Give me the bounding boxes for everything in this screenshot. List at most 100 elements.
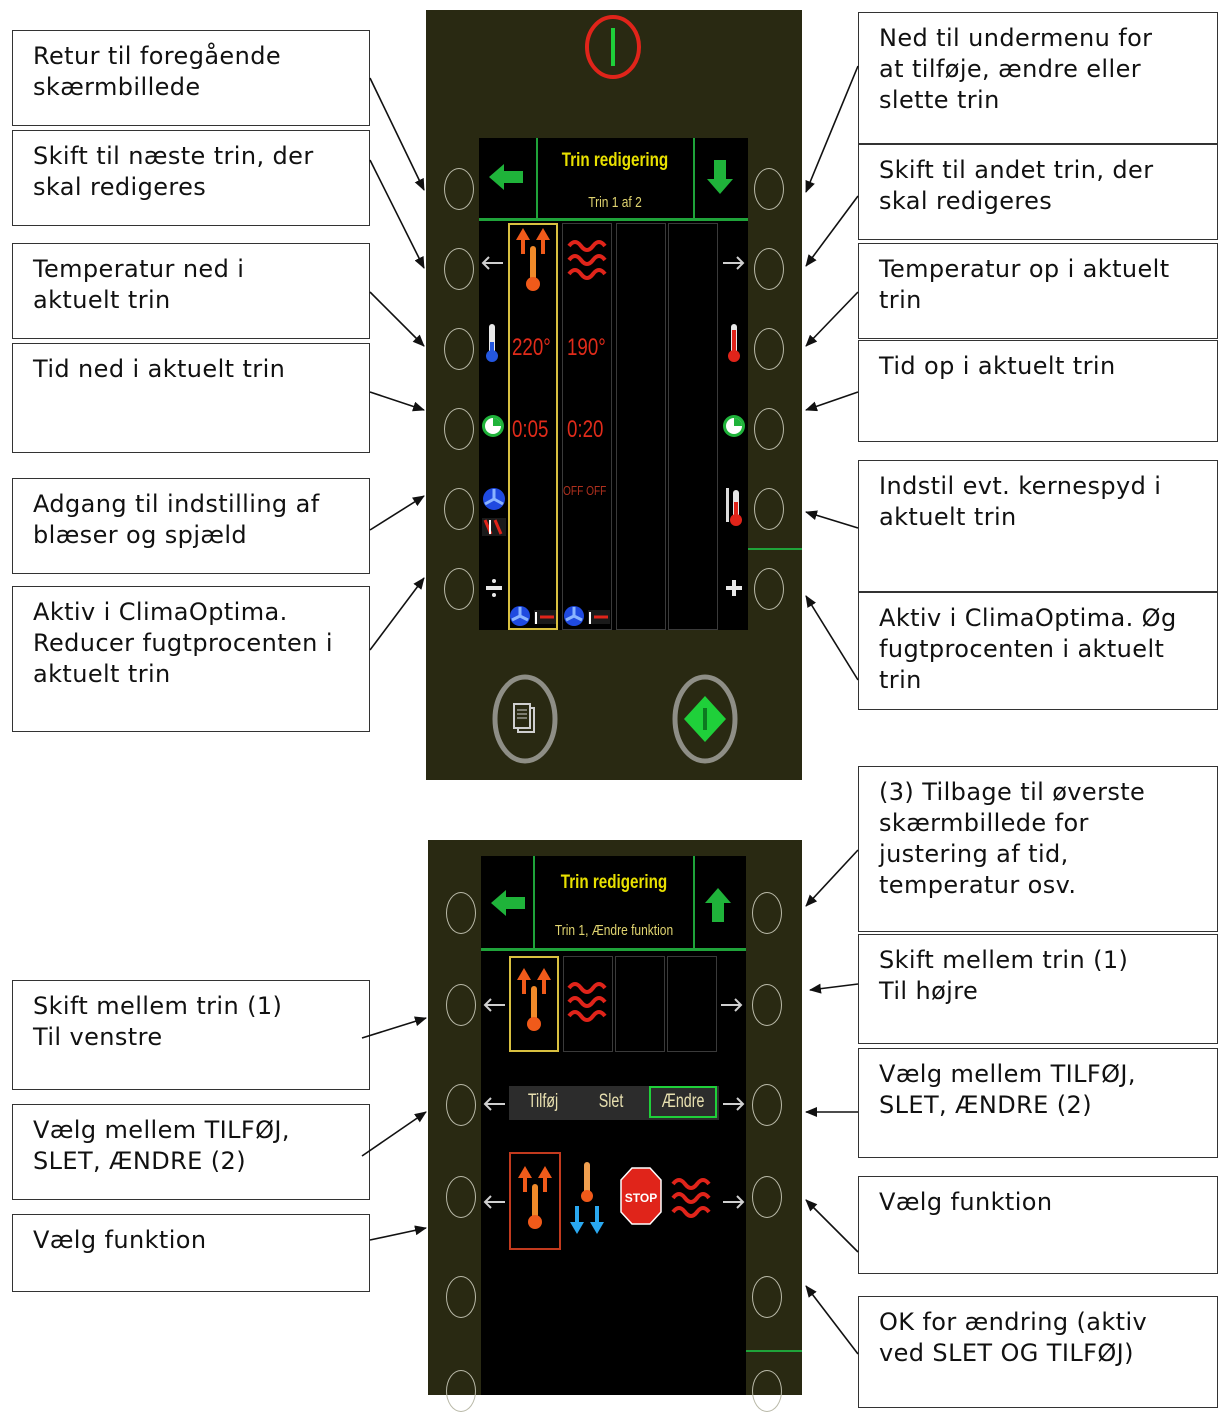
right-button-2[interactable] xyxy=(754,248,784,290)
left-button-6[interactable] xyxy=(444,568,474,610)
function-selected-box xyxy=(509,1152,561,1250)
right-button-3[interactable] xyxy=(754,328,784,370)
screen-subtitle: Trin 1 af 2 xyxy=(588,194,642,211)
callout-time-down: Tid ned i aktuelt trin xyxy=(12,343,370,453)
arrow-l9 xyxy=(369,1225,427,1241)
down-arrow-icon[interactable] xyxy=(705,160,735,200)
step2-fan-status: OFF OFF xyxy=(563,483,607,498)
right-button-4[interactable] xyxy=(754,408,784,450)
right-button-1[interactable] xyxy=(754,168,784,210)
steam-icon xyxy=(567,980,607,1030)
left-button-3[interactable] xyxy=(446,1084,476,1126)
arrow-l7 xyxy=(361,1016,427,1039)
step-arrow-right-icon[interactable] xyxy=(719,997,743,1016)
arrow-l6 xyxy=(369,577,425,651)
core-probe-icon[interactable] xyxy=(724,488,744,532)
arrow-r3 xyxy=(805,291,859,347)
step-column-3[interactable] xyxy=(616,223,666,630)
arrow-r4 xyxy=(805,391,859,412)
option-add[interactable]: Tilføj xyxy=(527,1091,559,1112)
header-sep-right xyxy=(693,138,695,218)
header-sep-left xyxy=(536,138,538,218)
function-arrow-left-icon[interactable] xyxy=(483,1194,507,1213)
clock-icon[interactable] xyxy=(481,414,505,442)
step-tile-1[interactable] xyxy=(509,956,559,1052)
heat-up-icon xyxy=(515,228,551,298)
step-tile-4[interactable] xyxy=(667,956,717,1052)
back-arrow-icon[interactable] xyxy=(489,162,525,196)
up-arrow-icon[interactable] xyxy=(703,888,733,928)
option-arrow-left-icon[interactable] xyxy=(483,1096,507,1115)
steam-icon[interactable] xyxy=(671,1176,711,1226)
arrow-r1 xyxy=(805,65,859,193)
left-button-3[interactable] xyxy=(444,328,474,370)
right-button-5[interactable] xyxy=(754,488,784,530)
arrow-l2 xyxy=(369,159,425,269)
step1-temperature: 220° xyxy=(512,334,551,361)
ok-marker-line xyxy=(746,1350,802,1352)
screen-title: Trin redigering xyxy=(561,150,669,171)
callout-other-step: Skift til andet trin, der skal redigeres xyxy=(858,144,1218,240)
left-button-2[interactable] xyxy=(444,248,474,290)
left-button-4[interactable] xyxy=(446,1176,476,1218)
step-tile-3[interactable] xyxy=(615,956,665,1052)
arrow-r10 xyxy=(805,1199,859,1253)
option-arrow-right-icon[interactable] xyxy=(721,1096,745,1115)
copy-icon[interactable] xyxy=(492,674,558,768)
plus-icon[interactable] xyxy=(724,578,744,602)
right-button-2[interactable] xyxy=(752,984,782,1026)
arrow-r5 xyxy=(805,510,859,529)
power-icon[interactable] xyxy=(585,14,641,80)
right-button-3[interactable] xyxy=(752,1084,782,1126)
arrow-l1 xyxy=(369,77,425,191)
header-sep-left xyxy=(533,856,535,948)
back-arrow-icon[interactable] xyxy=(491,888,527,922)
callout-humidity-up: Aktiv i ClimaOptima. Øg fugtprocenten i … xyxy=(858,592,1218,710)
arrow-r6 xyxy=(805,595,859,681)
step-tile-2[interactable] xyxy=(563,956,613,1052)
clock-icon[interactable] xyxy=(722,414,746,442)
screen-subtitle: Trin 1, Ændre funktion xyxy=(554,922,674,939)
thermometer-cold-icon[interactable] xyxy=(485,324,499,368)
step-column-1[interactable] xyxy=(508,223,558,630)
arrow-r2 xyxy=(805,195,859,267)
function-arrow-right-icon[interactable] xyxy=(721,1194,745,1213)
callout-choose-function-left: Vælg funktion xyxy=(12,1214,370,1292)
step-arrow-right-icon[interactable] xyxy=(721,255,745,274)
callout-choose-add-delete-change-right: Vælg mellem TILFØJ, SLET, ÆNDRE (2) xyxy=(858,1048,1218,1158)
left-button-2[interactable] xyxy=(446,984,476,1026)
header-divider xyxy=(479,218,748,221)
step-arrow-left-icon[interactable] xyxy=(481,255,505,274)
left-button-1[interactable] xyxy=(446,892,476,934)
thermometer-hot-icon[interactable] xyxy=(727,324,741,368)
callout-return-previous-screen: Retur til foregående skærmbillede xyxy=(12,30,370,126)
right-button-1[interactable] xyxy=(752,892,782,934)
option-change[interactable]: Ændre xyxy=(661,1091,705,1112)
heat-up-icon[interactable] xyxy=(517,1166,553,1236)
left-button-5[interactable] xyxy=(446,1276,476,1318)
screen-title: Trin redigering xyxy=(560,872,668,893)
cool-down-icon[interactable] xyxy=(569,1162,605,1240)
callout-next-step: Skift til næste trin, der skal redigeres xyxy=(12,130,370,226)
callout-temp-up: Temperatur op i aktuelt trin xyxy=(858,243,1218,339)
right-button-5[interactable] xyxy=(752,1276,782,1318)
callout-temp-down: Temperatur ned i aktuelt trin xyxy=(12,243,370,339)
fan-damper-icon[interactable] xyxy=(481,486,507,542)
callout-humidity-down: Aktiv i ClimaOptima. Reducer fugtprocent… xyxy=(12,586,370,732)
green-marker-line xyxy=(748,548,802,550)
left-button-4[interactable] xyxy=(444,408,474,450)
step-column-4[interactable] xyxy=(668,223,718,630)
step2-fan-damper-icon xyxy=(564,604,612,632)
right-button-6[interactable] xyxy=(754,568,784,610)
step-arrow-left-icon[interactable] xyxy=(483,997,507,1016)
right-button-4[interactable] xyxy=(752,1176,782,1218)
step-column-2[interactable] xyxy=(562,223,612,630)
minus-icon[interactable] xyxy=(484,578,504,602)
start-diamond-icon[interactable] xyxy=(672,674,738,768)
left-button-5[interactable] xyxy=(444,488,474,530)
stop-icon[interactable]: STOP xyxy=(619,1166,663,1238)
left-button-1[interactable] xyxy=(444,168,474,210)
option-delete[interactable]: Slet xyxy=(598,1091,624,1112)
heat-up-icon xyxy=(516,968,552,1038)
arrow-r7 xyxy=(805,849,859,907)
